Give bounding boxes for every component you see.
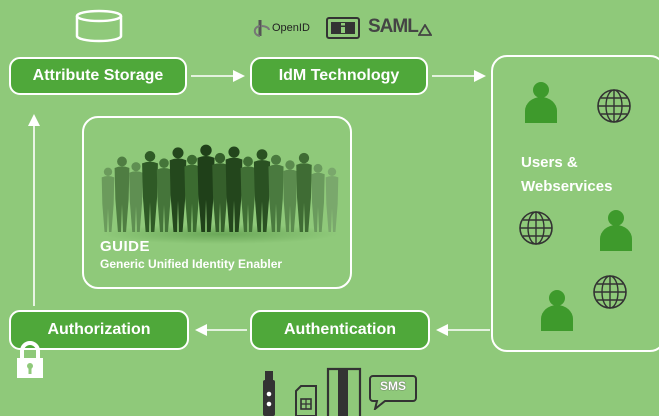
globe-icon	[519, 211, 553, 245]
users-webservices-title: Users & Webservices	[521, 154, 613, 195]
globe-icon	[593, 275, 627, 309]
user-icon	[541, 290, 573, 331]
guide-panel: GUIDE Generic Unified Identity Enabler	[82, 116, 352, 289]
person-silhouette	[311, 163, 325, 232]
arrow-idm-to-users	[432, 70, 486, 82]
person-silhouette	[156, 158, 172, 232]
sms-label: SMS	[379, 379, 406, 393]
person-silhouette	[253, 149, 271, 232]
person-silhouette	[225, 146, 243, 232]
smart-card-icon	[326, 367, 362, 416]
person-silhouette	[184, 154, 200, 232]
people-crowd-image	[101, 144, 339, 244]
user-icon	[600, 210, 632, 251]
person-silhouette	[101, 167, 115, 232]
guide-title: GUIDE	[100, 238, 151, 255]
person-silhouette	[240, 156, 256, 232]
arrow-authentication-to-authorization	[195, 324, 247, 336]
person-silhouette	[142, 151, 158, 232]
users-webservices-panel: Users & Webservices	[491, 55, 659, 352]
person-silhouette	[129, 162, 143, 232]
person-silhouette	[197, 144, 215, 232]
database-icon	[73, 9, 125, 43]
person-silhouette	[212, 152, 228, 232]
arrow-users-to-authentication	[436, 324, 490, 336]
saml-logo: SAML	[368, 16, 432, 38]
person-silhouette	[268, 154, 284, 232]
openid-logo: OpenID	[252, 18, 310, 38]
infocard-logo	[326, 17, 360, 39]
padlock-icon	[13, 340, 47, 380]
globe-icon	[597, 89, 631, 123]
arrow-authorization-to-storage	[28, 114, 40, 306]
arrow-storage-to-idm	[191, 70, 245, 82]
usb-token-icon	[263, 371, 275, 416]
saml-label: SAML	[368, 16, 419, 37]
person-silhouette	[169, 147, 187, 232]
guide-subtitle: Generic Unified Identity Enabler	[100, 257, 283, 271]
idm-technology-button[interactable]: IdM Technology	[250, 57, 428, 95]
user-icon	[525, 82, 557, 123]
openid-label: OpenID	[272, 22, 310, 34]
authentication-button[interactable]: Authentication	[250, 310, 430, 350]
person-silhouette	[114, 156, 130, 232]
authorization-button[interactable]: Authorization	[9, 310, 189, 350]
sim-card-icon	[295, 385, 317, 416]
attribute-storage-button[interactable]: Attribute Storage	[9, 57, 187, 95]
person-silhouette	[282, 160, 298, 232]
sms-bubble-icon: SMS	[369, 374, 417, 410]
person-silhouette	[325, 167, 339, 232]
person-silhouette	[296, 152, 312, 232]
